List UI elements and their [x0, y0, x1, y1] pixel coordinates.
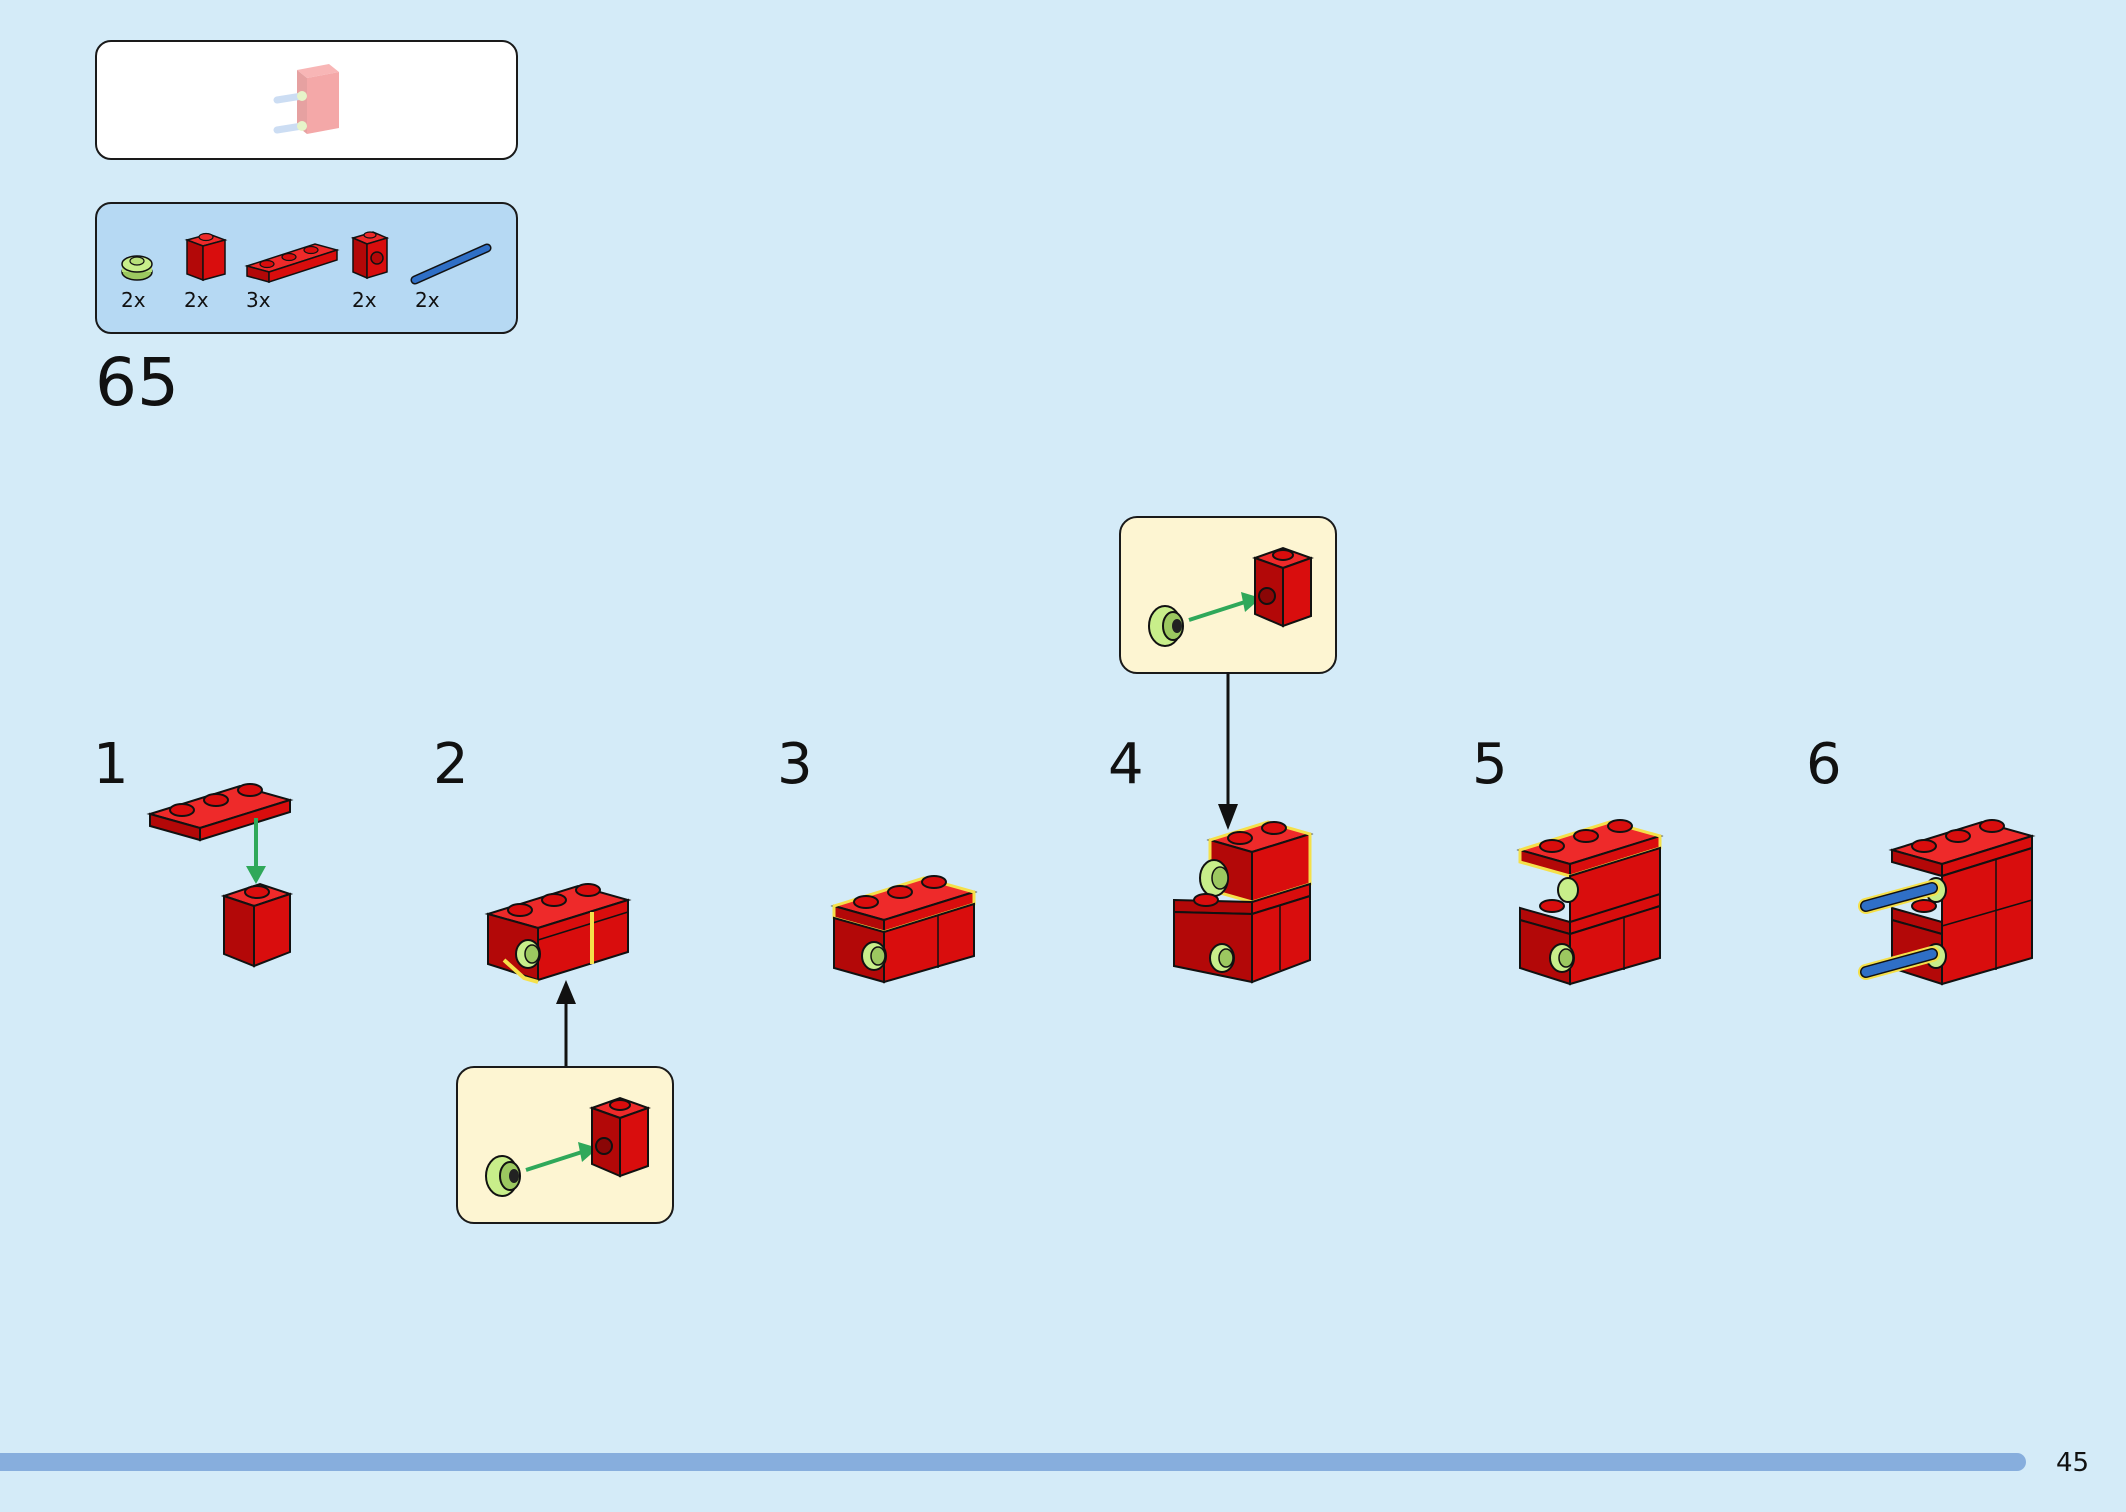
green-round-plate-icon — [121, 255, 153, 281]
part-qty-brick: 2x — [184, 288, 209, 312]
substep-3-illustration — [830, 875, 978, 984]
faded-model-preview-icon — [273, 64, 339, 134]
substep-5-illustration — [1516, 819, 1664, 986]
substep-6-illustration — [1858, 819, 2036, 986]
part-qty-bar: 2x — [415, 288, 440, 312]
substep-number-3: 3 — [777, 732, 813, 797]
substep-number-5: 5 — [1472, 732, 1508, 797]
model-preview-box — [95, 40, 518, 160]
substep-4-callout — [1119, 516, 1337, 674]
part-qty-bracket: 2x — [352, 288, 377, 312]
substep-2-callout — [456, 1066, 674, 1224]
substep-number-1: 1 — [93, 732, 129, 797]
red-bracket-brick-icon — [350, 231, 390, 280]
part-qty-plate: 3x — [246, 288, 271, 312]
substep-number-6: 6 — [1806, 732, 1842, 797]
substep-1-illustration — [146, 783, 294, 968]
red-plate-1x3-icon — [244, 243, 340, 284]
substep-number-4: 4 — [1108, 732, 1144, 797]
substep-number-2: 2 — [433, 732, 469, 797]
page-number: 45 — [2056, 1448, 2090, 1478]
substep-4-callout-arrow — [1218, 672, 1238, 830]
substep-4-illustration — [1173, 820, 1314, 984]
parts-list-box: 2x 2x 3x 2x 2x — [95, 202, 518, 334]
step-number: 65 — [95, 344, 179, 421]
substep-2-illustration — [484, 883, 632, 984]
red-brick-1x1-icon — [184, 232, 228, 282]
part-qty-round-plate: 2x — [121, 288, 146, 312]
blue-bar-icon — [410, 243, 492, 285]
page-progress-bar — [0, 1453, 2026, 1471]
substep-2-callout-arrow — [556, 980, 576, 1068]
